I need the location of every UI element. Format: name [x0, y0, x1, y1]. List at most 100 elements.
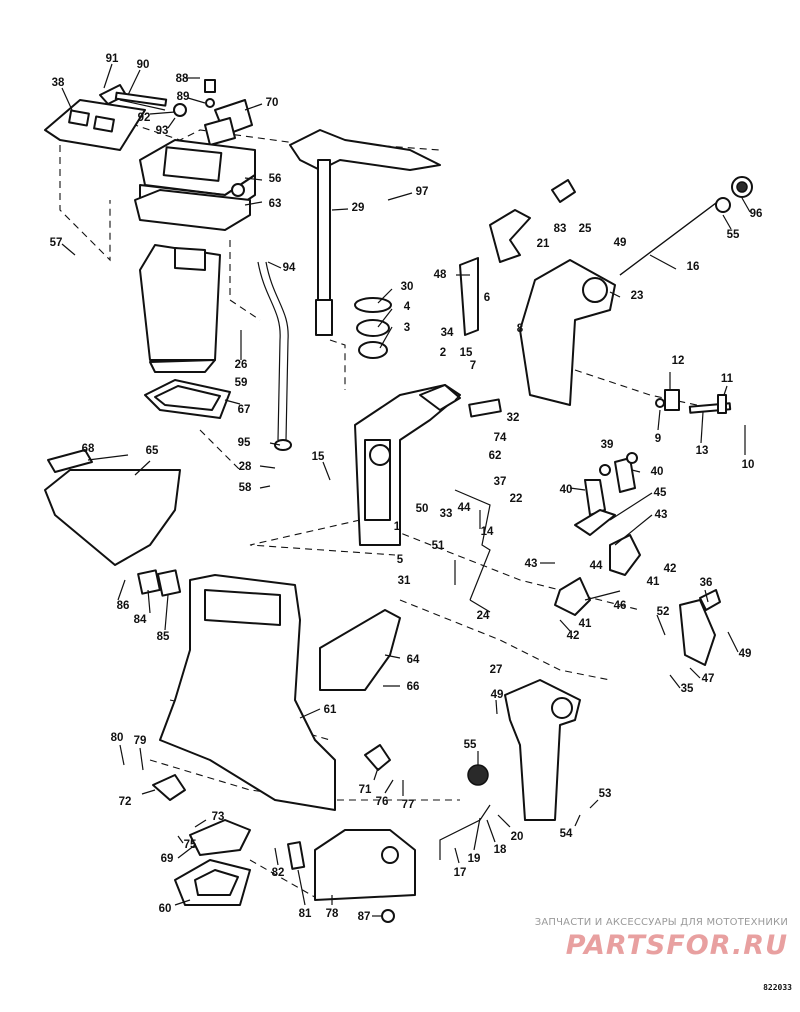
callout-label: 73 — [212, 811, 225, 823]
callout-label: 16 — [687, 261, 700, 273]
tilt-tube — [468, 398, 502, 418]
plate-84 — [137, 569, 161, 595]
clamp-bracket — [679, 599, 716, 666]
steering-link — [489, 209, 531, 263]
pad-seal — [189, 819, 251, 856]
callout-label: 57 — [50, 237, 63, 249]
callout-label: 7 — [470, 360, 476, 372]
callout-label: 97 — [416, 186, 429, 198]
callout-label: 4 — [404, 301, 411, 313]
callout-label: 60 — [159, 903, 172, 915]
callout-label: 71 — [359, 784, 372, 796]
exhaust-tube — [139, 244, 221, 373]
callout-label: 78 — [326, 908, 339, 920]
lock-cam — [609, 534, 641, 576]
exhaust-cover-plate — [44, 99, 146, 151]
callout-label: 41 — [647, 576, 660, 588]
callout-label: 69 — [161, 853, 174, 865]
watermark-caption: ЗАПЧАСТИ И АКСЕССУАРЫ ДЛЯ МОТОТЕХНИКИ — [534, 917, 788, 928]
rear-cover-cap — [47, 449, 93, 473]
callout-label: 34 — [441, 327, 454, 339]
callout-label: 75 — [184, 839, 197, 851]
callout-label: 33 — [440, 508, 453, 520]
callout-label: 39 — [601, 439, 614, 451]
callout-label: 10 — [742, 459, 755, 471]
callout-label: 24 — [477, 610, 490, 622]
callout-label: 51 — [432, 540, 445, 552]
stern-bracket-lower — [504, 679, 581, 821]
callout-label: 49 — [491, 689, 504, 701]
callout-label: 49 — [739, 648, 752, 660]
callout-label: 40 — [651, 466, 664, 478]
callout-label: 43 — [655, 509, 668, 521]
clamp-hardware — [655, 389, 732, 414]
callout-label: 3 — [404, 322, 410, 334]
callout-label: 92 — [138, 112, 151, 124]
callout-label: 96 — [750, 208, 763, 220]
callout-label: 19 — [468, 853, 481, 865]
callout-label: 93 — [156, 125, 169, 137]
callout-label: 42 — [664, 563, 677, 575]
steering-bracket — [289, 129, 441, 336]
callout-label: 63 — [269, 198, 282, 210]
callout-label: 37 — [494, 476, 507, 488]
water-indicator-fitting — [152, 774, 186, 801]
callout-label: 53 — [599, 788, 612, 800]
callout-label: 23 — [631, 290, 644, 302]
callout-label: 94 — [283, 262, 296, 274]
callout-label: 54 — [560, 828, 573, 840]
callout-label: 21 — [537, 238, 550, 250]
callout-label: 72 — [119, 796, 132, 808]
callout-label: 14 — [481, 526, 494, 538]
callout-label: 13 — [696, 445, 709, 457]
callout-label: 85 — [157, 631, 170, 643]
callout-label: 44 — [458, 502, 471, 514]
callout-label: 55 — [727, 229, 740, 241]
swivel-bracket — [354, 384, 461, 546]
callout-label: 40 — [560, 484, 573, 496]
callout-label: 81 — [299, 908, 312, 920]
thrust-washers — [354, 297, 392, 359]
lower-motor-cover — [44, 469, 181, 566]
callout-label: 70 — [266, 97, 279, 109]
cam-tab-83 — [551, 179, 576, 203]
callout-label: 91 — [106, 53, 119, 65]
callout-label: 89 — [177, 91, 190, 103]
callout-label: 59 — [235, 377, 248, 389]
callout-label: 77 — [402, 799, 415, 811]
callout-label: 79 — [134, 735, 147, 747]
callout-label: 6 — [484, 292, 490, 304]
lock-rod — [454, 489, 491, 601]
callout-label: 64 — [407, 654, 420, 666]
callout-label: 12 — [672, 355, 685, 367]
callout-label: 41 — [579, 618, 592, 630]
lock-plate — [554, 577, 591, 616]
callout-label: 45 — [654, 487, 667, 499]
callout-label: 2 — [440, 347, 446, 359]
callout-label: 80 — [111, 732, 124, 744]
adapter-housing — [134, 139, 256, 231]
callout-label: 50 — [416, 503, 429, 515]
tilt-nut — [467, 764, 489, 786]
callout-label: 61 — [324, 704, 337, 716]
tilt-support-rod — [439, 804, 491, 860]
callout-numbers: 91 90 88 89 92 93 70 38 56 63 57 29 97 8… — [50, 53, 763, 923]
callout-label: 43 — [525, 558, 538, 570]
water-tube — [257, 261, 292, 451]
callout-label: 76 — [376, 796, 389, 808]
callout-label: 49 — [614, 237, 627, 249]
callout-label: 18 — [494, 844, 507, 856]
callout-label: 46 — [614, 600, 627, 612]
callout-label: 1 — [394, 521, 401, 533]
callout-label: 84 — [134, 614, 147, 626]
watermark-logo: PARTSFOR.RU — [565, 930, 788, 961]
callout-label: 28 — [239, 461, 252, 473]
callout-label: 29 — [352, 202, 365, 214]
callout-label: 31 — [398, 575, 411, 587]
callout-label: 82 — [272, 867, 285, 879]
screw-and-washers — [99, 79, 253, 146]
drawing-number: 822033 — [763, 983, 792, 992]
callout-label: 35 — [681, 683, 694, 695]
callout-label: 26 — [235, 359, 248, 371]
